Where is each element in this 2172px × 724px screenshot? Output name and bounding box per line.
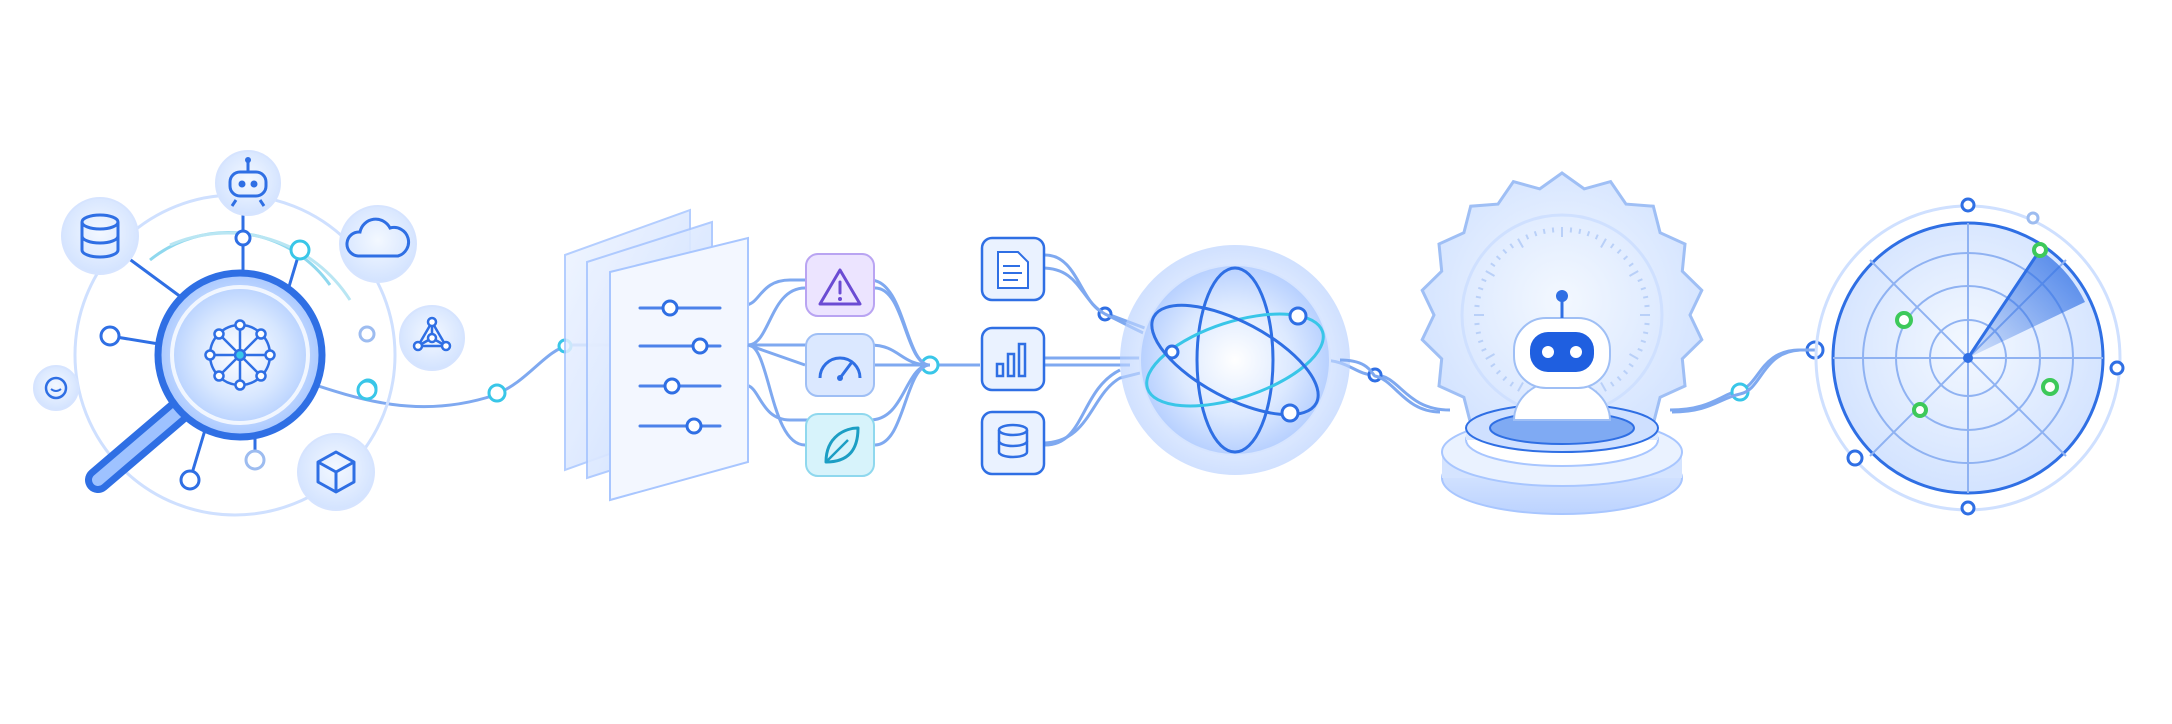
robot-icon	[1512, 290, 1612, 421]
badge-tick	[1640, 286, 1647, 291]
badge-tick	[1502, 376, 1508, 382]
badge-tick	[1490, 262, 1496, 268]
robot-icon	[215, 150, 281, 216]
badge-tick	[1551, 227, 1555, 233]
badge-tick	[1481, 347, 1487, 352]
badge-tick	[1542, 228, 1546, 234]
leaf-icon	[805, 413, 875, 477]
badge-tick	[1609, 381, 1615, 387]
stage-monitoring	[1671, 197, 2125, 516]
badge-tick	[1623, 369, 1629, 375]
badge-tick	[1481, 278, 1487, 283]
stage-discovery	[33, 150, 465, 517]
badge-tick	[1477, 339, 1484, 344]
badge-tick	[1502, 248, 1508, 254]
badge-tick	[1600, 238, 1607, 248]
badge-tick	[1629, 270, 1639, 277]
badge-tick	[1525, 234, 1530, 240]
network-icon	[399, 305, 465, 371]
badge-tick	[1477, 286, 1484, 291]
badge-tick	[1586, 230, 1591, 237]
badge-tick	[1623, 255, 1629, 261]
badge-tick	[1490, 362, 1496, 368]
badge-tick	[1642, 331, 1649, 335]
badge-tick	[1485, 270, 1495, 277]
badge-tick	[1644, 304, 1650, 308]
badge-tick	[1509, 243, 1515, 249]
badge-tick	[1495, 369, 1501, 375]
stage-configuration	[564, 208, 931, 502]
warning-icon	[805, 253, 875, 317]
badge-tick	[1474, 322, 1480, 326]
badge-tick	[1616, 376, 1622, 382]
badge-tick	[1637, 278, 1643, 283]
document-stack-icon	[564, 208, 749, 502]
badge-tick	[1616, 248, 1622, 254]
badge-tick	[1642, 295, 1649, 299]
badge-tick	[1475, 331, 1482, 335]
badge-tick	[1569, 227, 1573, 233]
gauge-icon	[805, 333, 875, 397]
badge-tick	[1517, 238, 1524, 248]
badge-tick	[1475, 295, 1482, 299]
badge-tick	[1594, 234, 1599, 240]
badge-tick	[1495, 255, 1501, 261]
chat-icon	[33, 365, 79, 411]
database-icon	[980, 410, 1046, 476]
badge-tick	[1644, 322, 1650, 326]
badge-tick	[1640, 339, 1647, 344]
badge-tick	[1533, 230, 1538, 237]
stage-processing	[980, 236, 1350, 476]
badge-tick	[1629, 353, 1639, 360]
cube-icon	[297, 433, 375, 511]
connector-node	[487, 383, 507, 403]
badge-tick	[1600, 382, 1607, 392]
neural-net-icon	[204, 319, 276, 391]
pedestal-icon	[1441, 403, 1683, 515]
atom-orb-icon	[1120, 245, 1350, 475]
badge-tick	[1628, 262, 1634, 268]
badge-tick	[1628, 362, 1634, 368]
cloud-icon	[339, 205, 417, 283]
badge-tick	[1517, 382, 1524, 392]
bar-chart-icon	[980, 326, 1046, 392]
stage-agent	[1339, 171, 1704, 515]
badge-tick	[1637, 347, 1643, 352]
document-icon	[980, 236, 1046, 302]
badge-tick	[1609, 243, 1615, 249]
badge-tick	[1485, 353, 1495, 360]
database-icon	[61, 197, 139, 275]
magnifier-icon	[85, 269, 326, 493]
slider-icon	[638, 299, 722, 435]
badge-tick	[1474, 304, 1480, 308]
badge-tick	[1509, 381, 1515, 387]
badge-tick	[1578, 228, 1582, 234]
radar-icon	[1814, 197, 2125, 516]
